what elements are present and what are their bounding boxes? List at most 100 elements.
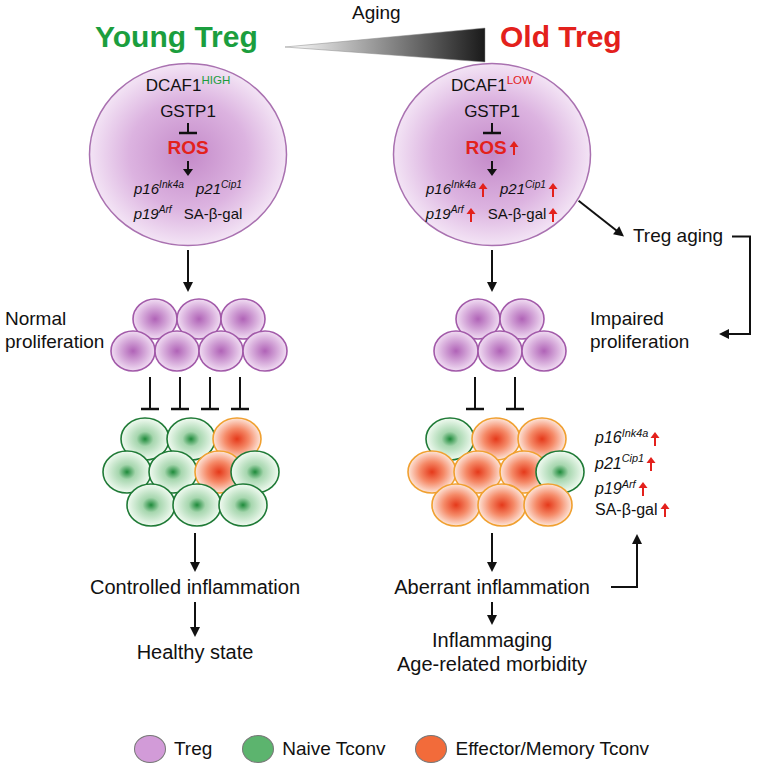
text-node: Controlled inflammation — [75, 575, 315, 599]
legend-swatch — [134, 735, 166, 763]
connector-line — [514, 377, 516, 409]
up-arrow — [638, 482, 648, 497]
gene-text: SA-β-gal — [488, 205, 547, 222]
text-group: GSTP1 — [160, 102, 216, 122]
text-node: Aberrant inflammation — [377, 575, 607, 599]
connector — [487, 533, 497, 572]
aging-wedge — [285, 28, 485, 62]
text-group: p19Arf — [134, 204, 172, 222]
connector — [487, 250, 497, 292]
up-arrow-head — [647, 457, 656, 463]
heading-text: Young Treg — [95, 20, 258, 53]
up-arrow-head — [638, 482, 647, 488]
gene-text: GSTP1 — [464, 102, 520, 121]
cell-body — [394, 64, 591, 246]
cell — [199, 331, 243, 371]
legend-text: Effector/Memory Tconv — [455, 738, 649, 760]
text-row: DCAF1HIGH — [88, 74, 288, 96]
node-text: Inflammaging — [372, 628, 612, 652]
cell — [524, 484, 572, 526]
marker-line: p21Cip1 — [595, 448, 670, 473]
inhibit-bar — [141, 408, 159, 411]
text-group: DCAF1LOW — [451, 74, 533, 96]
up-arrow-head — [478, 183, 487, 189]
legend-swatch — [415, 735, 447, 763]
inhibit-bar — [171, 408, 189, 411]
up-arrow — [548, 208, 558, 223]
cell — [127, 484, 175, 526]
connector-line — [611, 542, 637, 587]
text-group: GSTP1 — [464, 102, 520, 122]
arrow-head — [183, 282, 193, 292]
heading-text: Aging — [352, 2, 401, 23]
inhibit-bar — [466, 408, 484, 411]
marker-line: p16Ink4a — [595, 423, 670, 448]
superscript-text: Cip1 — [622, 452, 644, 464]
marker-list: p16Ink4ap21Cip1p19ArfSA-β-gal — [595, 423, 670, 520]
node-text: Healthy state — [95, 640, 295, 664]
gene-text: ROS — [167, 137, 208, 158]
text-row: p16Ink4ap21Cip1 — [88, 179, 288, 197]
legend-text: Naive Tconv — [282, 738, 385, 760]
text-row: p16Ink4ap21Cip1 — [392, 179, 592, 198]
arrow-head — [190, 562, 200, 572]
text-row: ROS — [392, 137, 592, 159]
cell-cluster — [105, 415, 285, 530]
superscript-text: Cip1 — [525, 179, 546, 190]
text-row: ROS — [88, 137, 288, 159]
cell-ellipse: DCAF1HIGH GSTP1ROS p16Ink4ap21Cip1 p19Arf SA… — [88, 62, 288, 247]
superscript-text: Cip1 — [221, 179, 242, 190]
arrow-head — [487, 282, 497, 292]
side-text: Normal proliferation — [5, 308, 104, 352]
superscript-text: Ink4a — [451, 179, 476, 190]
connector — [579, 201, 624, 237]
cell-ellipse: DCAF1LOWGSTP1ROSp16Ink4ap21Cip1p19ArfSA-… — [392, 62, 592, 247]
arrow-head — [190, 627, 200, 637]
cell — [219, 484, 267, 526]
up-arrow-head — [509, 141, 518, 147]
connector-line — [474, 377, 476, 409]
text-group: SA-β-gal — [184, 205, 243, 222]
up-arrow — [650, 432, 660, 447]
up-arrow — [509, 141, 519, 156]
up-arrow-head — [466, 208, 475, 214]
legend-item: Naive Tconv — [242, 735, 385, 763]
gene-text: SA-β-gal — [184, 205, 243, 222]
gene-text: SA-β-gal — [595, 501, 658, 518]
text-group: p19Arf — [426, 204, 476, 223]
gene-text: p19 — [426, 205, 451, 222]
heading-label: Young Treg — [95, 20, 258, 54]
connector-line — [194, 602, 196, 629]
text-row: DCAF1LOW — [392, 74, 592, 96]
gene-text: p16 — [134, 180, 159, 197]
connector — [141, 377, 249, 409]
side-label: Normal proliferation — [5, 307, 105, 353]
connector — [611, 534, 642, 587]
side-text: Impaired proliferation — [590, 308, 689, 352]
up-arrow — [478, 183, 488, 198]
cell-body — [90, 64, 287, 246]
node-text: Controlled inflammation — [75, 575, 315, 599]
gene-text: DCAF1 — [146, 76, 202, 95]
connector — [190, 602, 200, 637]
cell-group — [105, 415, 285, 530]
gene-text: p19 — [595, 480, 622, 497]
cell — [478, 484, 526, 526]
inhibit-bar — [201, 408, 219, 411]
up-arrow-head — [660, 503, 669, 509]
node-text: Aberrant inflammation — [377, 575, 607, 599]
arrow-head — [719, 329, 729, 339]
activation-line — [187, 161, 189, 170]
superscript-text: HIGH — [201, 74, 230, 86]
inhibit-bar — [506, 408, 524, 411]
cell — [173, 484, 221, 526]
arrow-head — [487, 615, 497, 625]
connector-line — [491, 533, 493, 564]
connector — [183, 250, 193, 292]
inhibit-bar — [179, 132, 197, 135]
text-group: SA-β-gal — [488, 205, 559, 223]
superscript-text: LOW — [507, 74, 533, 86]
gene-text: DCAF1 — [451, 76, 507, 95]
heading-text: Old Treg — [500, 20, 622, 53]
text-group: p21Cip1 — [500, 179, 558, 198]
